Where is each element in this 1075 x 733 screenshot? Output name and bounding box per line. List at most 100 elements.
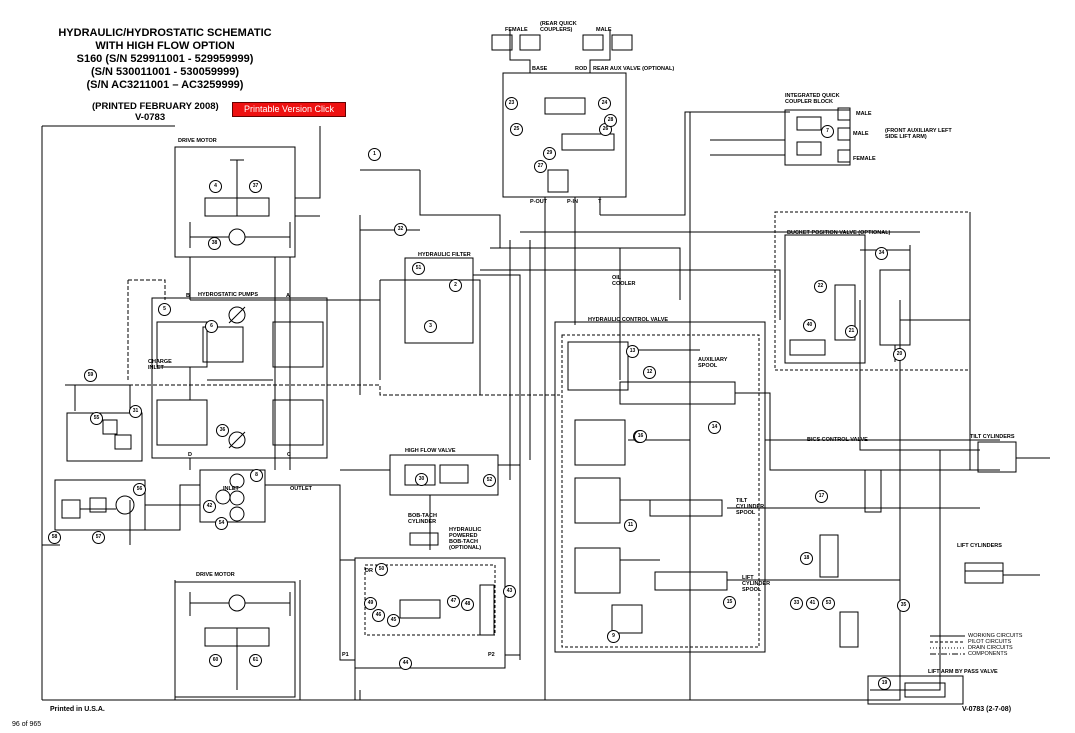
label-charge-inlet: CHARGE INLET [148, 359, 172, 371]
callout: 23 [505, 97, 518, 110]
label-male-2: MALE [853, 131, 869, 137]
pump-lower-symbol [228, 431, 246, 449]
label-auxiliary-spool: AUXILIARY SPOOL [698, 357, 728, 369]
callout: 38 [208, 237, 221, 250]
callout: 1 [368, 148, 381, 161]
callout: 56 [133, 483, 146, 496]
title-line: HYDRAULIC/HYDROSTATIC SCHEMATIC [58, 27, 272, 39]
label-rear-quick-couplers: (REAR QUICK COUPLERS) [540, 21, 577, 33]
label-drive-motor-top: DRIVE MOTOR [178, 138, 217, 144]
callout: 15 [723, 596, 736, 609]
label-female-2: FEMALE [853, 156, 876, 162]
working-line [42, 580, 320, 701]
label-p-in: P-IN [567, 199, 578, 205]
label-rear-aux-valve: REAR AUX VALVE (OPTIONAL) [593, 66, 675, 72]
callout: 7 [821, 125, 834, 138]
callout: 22 [814, 280, 827, 293]
label-hydraulic-control-valve: HYDRAULIC CONTROL VALVE [588, 317, 669, 323]
label-outlet: OUTLET [290, 486, 312, 492]
callout: 27 [534, 160, 547, 173]
label-p-out: P-OUT [530, 199, 548, 205]
title-line: (S/N 530011001 - 530059999) [90, 66, 239, 78]
callout: 3 [424, 320, 437, 333]
label-port-c: C [287, 452, 291, 458]
callout: 34 [875, 247, 888, 260]
drive-motor-top-box [174, 146, 296, 258]
label-inlet: INLET [223, 486, 239, 492]
hydrostatic-pumps-box [151, 297, 328, 459]
drive-motor-bottom-box [174, 581, 296, 698]
label-port-a: A [286, 293, 290, 299]
callout: 32 [394, 223, 407, 236]
callout: 25 [510, 123, 523, 136]
label-t: T [598, 199, 602, 205]
hydraulic-filter-box [404, 257, 474, 344]
label-hydraulic-filter: HYDRAULIC FILTER [418, 252, 471, 258]
callout: 11 [624, 519, 637, 532]
callout: 20 [893, 348, 906, 361]
footer-printed-in: Printed in U.S.A. [50, 706, 105, 713]
tilt-cylinders-symbol [977, 441, 1017, 473]
callout: 13 [626, 345, 639, 358]
label-hydraulic-powered-bobtach: HYDRAULIC POWERED BOB-TACH (OPTIONAL) [449, 527, 482, 551]
lift-cylinders-symbol [964, 562, 1004, 584]
callout: 54 [215, 517, 228, 530]
callout: 58 [48, 531, 61, 544]
callout: 18 [800, 552, 813, 565]
label-bics-control-valve: BICS CONTROL VALVE [807, 437, 868, 443]
printable-version-button[interactable]: Printable Version Click Here [232, 102, 346, 127]
label-rod: ROD [575, 66, 588, 72]
title-line: (S/N AC3211001 – AC3259999) [86, 79, 244, 91]
callout: 12 [643, 366, 656, 379]
label-bob-tach-cylinder: BOB-TACH CYLINDER [408, 513, 437, 525]
label-tilt-cylinder-spool: TILT CYLINDER SPOOL [736, 498, 765, 516]
label-integrated-quick-coupler: INTEGRATED QUICK COUPLER BLOCK [785, 93, 840, 105]
callout: 40 [803, 319, 816, 332]
callout: 9 [607, 630, 620, 643]
label-p2: P2 [488, 652, 495, 658]
label-base: BASE [532, 66, 548, 72]
rear-aux-valve-box [502, 72, 627, 198]
label-p1: P1 [342, 652, 349, 658]
legend-pilot: PILOT CIRCUITS [968, 639, 1012, 645]
callout: 51 [412, 262, 425, 275]
printed-date: (PRINTED FEBRUARY 2008) [92, 101, 219, 112]
label-dr: DR [365, 568, 373, 574]
callout: 57 [92, 531, 105, 544]
charge-filter-box [66, 412, 143, 462]
callout: 16 [634, 430, 647, 443]
callout: 2 [449, 279, 462, 292]
drive-motor-bottom-symbol [228, 594, 246, 612]
callout: 42 [203, 500, 216, 513]
schematic-title: HYDRAULIC/HYDROSTATIC SCHEMATIC WITH HIG… [30, 27, 300, 92]
callout: 6 [205, 320, 218, 333]
callout: 44 [399, 657, 412, 670]
callout: 17 [815, 490, 828, 503]
working-line [41, 125, 175, 546]
label-front-auxiliary: (FRONT AUXILIARY LEFT SIDE LIFT ARM) [885, 128, 952, 140]
legend-components: COMPONENTS [968, 651, 1008, 657]
hydraulic-bobtach-box [354, 557, 506, 669]
callout: 43 [503, 585, 516, 598]
pump-upper-symbol [228, 306, 246, 324]
label-tilt-cylinders: TILT CYLINDERS [970, 434, 1015, 440]
callout: 14 [708, 421, 721, 434]
callout: 60 [209, 654, 222, 667]
callout: 21 [845, 325, 858, 338]
callout: 50 [375, 563, 388, 576]
callout: 4 [209, 180, 222, 193]
callout: 30 [415, 473, 428, 486]
callout: 55 [90, 412, 103, 425]
callout: 46 [372, 609, 385, 622]
lift-arm-bypass-box [867, 675, 964, 705]
callout: 19 [878, 677, 891, 690]
integrated-quick-coupler-box [784, 109, 851, 166]
callout: 36 [216, 424, 229, 437]
callout: 29 [543, 147, 556, 160]
callout: 45 [387, 614, 400, 627]
label-male: MALE [596, 27, 612, 33]
callout: 8 [250, 469, 263, 482]
legend-drain: DRAIN CIRCUITS [968, 645, 1013, 651]
label-port-b: B [186, 293, 190, 299]
